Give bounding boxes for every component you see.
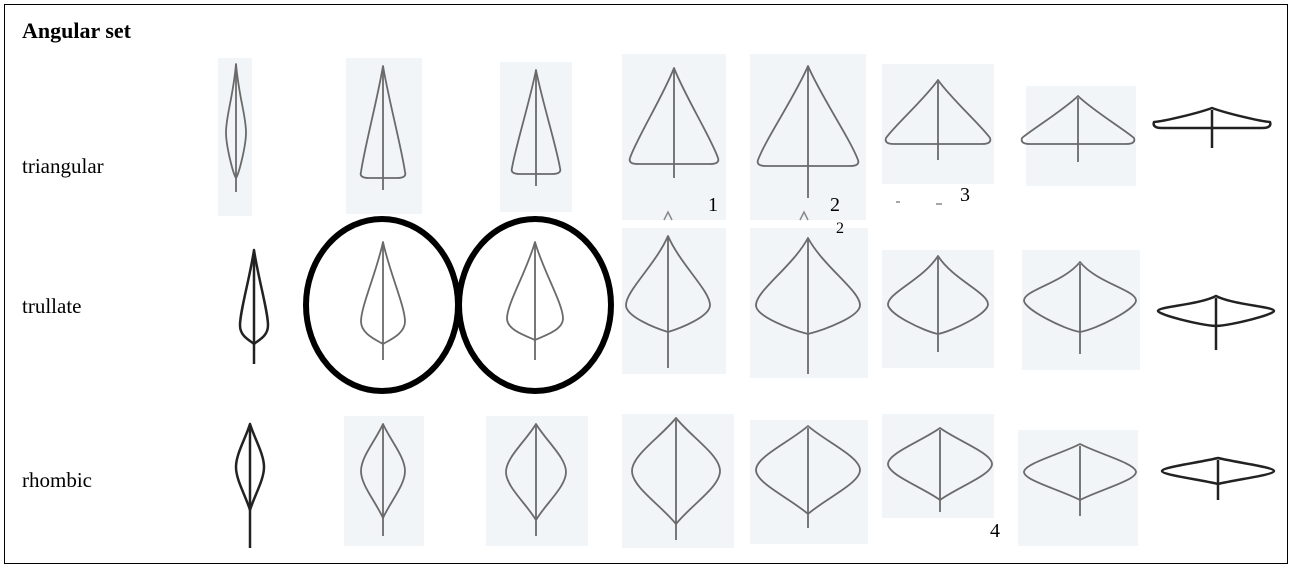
scan-panel bbox=[346, 58, 422, 214]
marker-number: 1 bbox=[708, 194, 718, 217]
scan-panel bbox=[1022, 250, 1140, 370]
scan-panel bbox=[486, 416, 588, 546]
scan-panel bbox=[750, 228, 868, 378]
scan-panel bbox=[344, 416, 424, 546]
scan-panel bbox=[1018, 430, 1138, 546]
scan-panel bbox=[1026, 86, 1136, 186]
marker-number: 3 bbox=[960, 184, 970, 207]
marker-number: 4 bbox=[990, 520, 1000, 543]
scan-panel bbox=[218, 58, 252, 216]
stray-mark: 2 bbox=[836, 220, 844, 238]
scan-panel bbox=[750, 420, 868, 544]
scan-panel bbox=[622, 228, 726, 374]
marker-number: 2 bbox=[830, 194, 840, 217]
